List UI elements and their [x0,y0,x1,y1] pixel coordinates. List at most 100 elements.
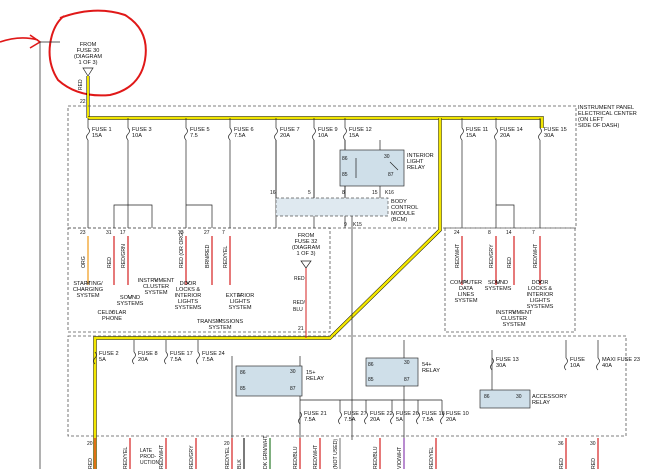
fuse-name: FUSE 24 [202,351,225,357]
wire-color: BRN/RED [205,244,211,268]
source-line-4: 1 OF 3) [79,60,98,66]
svg-text:16: 16 [270,190,276,196]
svg-text:15+: 15+ [306,370,316,376]
fuse-name: FUSE 8 [138,351,158,357]
destination-label: STARTING/ [73,281,103,287]
svg-text:PROD-: PROD- [140,454,156,460]
right-subbox [444,227,576,333]
fuse-icon [228,127,232,141]
fuse-amp: 7.5A [202,357,214,363]
fuse-amp: 10A [318,133,328,139]
lower-enclosure [67,335,627,437]
fuse-name: FUSE 3 [132,127,152,133]
ipec-line-3: (ON LEFT [578,117,604,123]
svg-text:K15: K15 [353,222,362,228]
svg-text:85: 85 [342,172,348,178]
destination-label: SYSTEMS [175,305,202,311]
interior-relay-box [339,149,405,187]
destination-label: SYSTEMS [117,301,144,307]
destination-arrow-icon [237,292,243,297]
wire-conn: 14 [506,230,512,236]
destination-label: CLUSTER [143,284,169,290]
fuse-amp: 7.5A [422,417,434,423]
destination-arrow-icon [495,279,501,284]
destination-label: INSTRUMENT [138,278,175,284]
ipec-line-2: ELECTRICAL CENTER [578,111,637,117]
destination-label: CHARGING [73,287,103,293]
fuse-name: FUSE 17 [170,351,193,357]
fuse-amp: 10A [132,133,142,139]
destination-label: SYSTEMS [527,304,554,310]
fuse-name: FUSE 15 [544,127,567,133]
destination-arrow-icon [511,309,517,314]
fuse-amp: 5A [396,417,403,423]
wire-color: RED [88,458,94,469]
fuse-amp: 10A [570,363,580,369]
fuse-amp: 20A [370,417,380,423]
svg-text:ACCESSORY: ACCESSORY [532,394,567,400]
svg-text:RED: RED [294,276,305,282]
fuse-name: FUSE [570,357,585,363]
svg-text:30: 30 [404,360,410,366]
svg-text:RELAY: RELAY [407,165,425,171]
destination-label: LIGHTS [178,299,198,305]
wire-color: RED (OR ORG) [179,231,185,268]
relay-54: 86 30 85 87 54+ RELAY [365,340,440,440]
fuse-amp: 15A [92,133,102,139]
destination-label: EXTERIOR [226,293,255,299]
source-conn: 22 [80,99,86,105]
bcm-box [275,197,389,217]
destination-label: INSTRUMENT [496,310,533,316]
fuse-icon [184,127,188,141]
svg-text:30: 30 [290,369,296,375]
wire-conn: 17 [120,230,126,236]
wire-color: RED/BLU [293,446,299,469]
destination-label: DATA [459,286,473,292]
fuse-name: FUSE 6 [234,127,254,133]
destination-label: COMPUTER [450,280,482,286]
svg-text:FUSE 32: FUSE 32 [295,239,318,245]
destination-label: SYSTEM [228,305,251,311]
relay54-box [365,357,419,387]
fuse-icon [274,127,278,141]
wire-conn: 7 [222,230,225,236]
destination-label: LIGHTS [530,298,550,304]
svg-text:RELAY: RELAY [306,376,324,382]
destination-label: PHONE [102,316,122,322]
destination-label: CLUSTER [501,316,527,322]
fuse-name: FUSE 10 [446,411,469,417]
svg-text:15: 15 [372,190,378,196]
svg-text:RELAY: RELAY [422,368,440,374]
fuse-name: FUSE 2 [99,351,119,357]
top-destinations: STARTING/CHARGINGSYSTEMCELLULARPHONESOUN… [73,277,554,331]
relay15-box [235,365,303,397]
fuse-name: FUSE 12 [349,127,372,133]
wire-color: ORG [81,256,87,268]
relay-15: 86 30 85 87 15+ RELAY [231,356,324,440]
wire-color: RED/GRY [189,445,195,469]
fuse-amp: 7.5A [234,133,246,139]
main-bus [88,116,544,469]
fuse-icon [390,411,394,425]
svg-text:30: 30 [384,154,390,160]
destination-arrow-icon [153,277,159,282]
destination-label: DOOR [532,280,549,286]
fuse-name: FUSE 22 [370,411,393,417]
wire-color: RED/BLU [373,446,379,469]
body-control-module: 16 5 8 15 K16 9 K15 BODY CONTROL MODULE … [270,140,418,440]
wire-color: RED/WHT [455,243,461,268]
destination-label: LOCKS & [176,287,201,293]
diagram-frame [39,41,60,469]
fuse-icon [132,351,136,365]
fuse-amp: 20A [280,133,290,139]
fuse-icon [93,351,97,365]
fuse-amp: 40A [602,363,612,369]
wire-conn: 32 [178,230,184,236]
svg-text:86: 86 [342,156,348,162]
svg-text:85: 85 [240,386,246,392]
svg-text:87: 87 [404,377,410,383]
top-source: FROM FUSE 30 (DIAGRAM 1 OF 3) RED 22 [74,42,102,118]
svg-text:87: 87 [290,386,296,392]
